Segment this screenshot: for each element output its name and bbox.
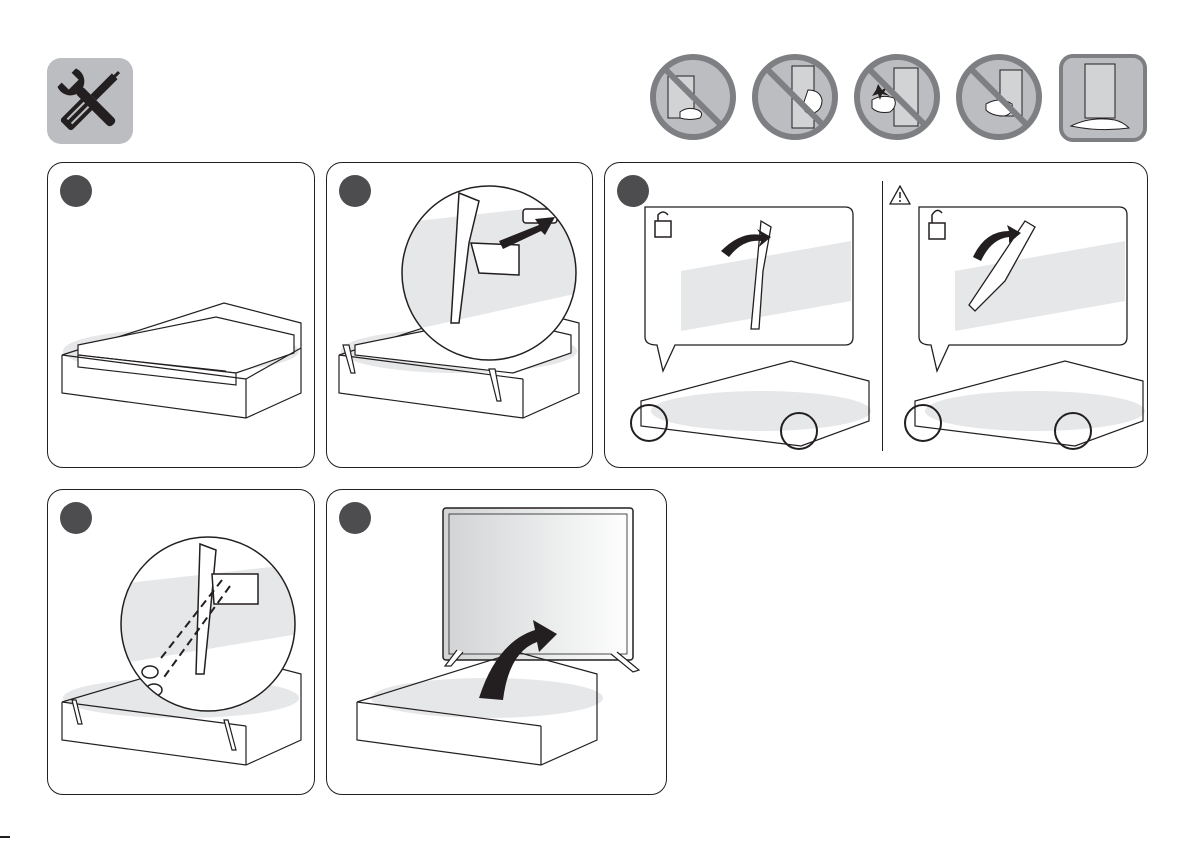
no-press-panel-icon [854, 54, 940, 140]
step-3-panel [604, 162, 1148, 468]
screwdriver-wrench-icon [47, 58, 133, 144]
no-grip-corner-icon [956, 54, 1042, 140]
divider [882, 181, 883, 451]
tools-icon-tile [47, 58, 133, 144]
screw-zoom-circle [118, 534, 298, 714]
unlock-legs-illustration [895, 201, 1145, 461]
lift-tv-upright-illustration [347, 502, 647, 782]
step-number-badge [60, 175, 92, 207]
tv-face-down-on-box [56, 293, 306, 433]
step-2-panel [326, 162, 593, 468]
step-1-panel [47, 162, 315, 468]
lock-legs-illustration [621, 201, 871, 461]
step-5-panel [326, 489, 667, 795]
leg-insert-zoom-circle [399, 183, 579, 363]
step-number-badge [339, 175, 371, 207]
no-grip-side-edge-icon [752, 54, 838, 140]
step-number-badge [60, 502, 92, 534]
support-from-below-icon [1059, 54, 1147, 142]
no-grip-bottom-edge-icon [650, 54, 736, 140]
page-edge-mark [0, 836, 10, 838]
step-4-panel [47, 489, 315, 795]
